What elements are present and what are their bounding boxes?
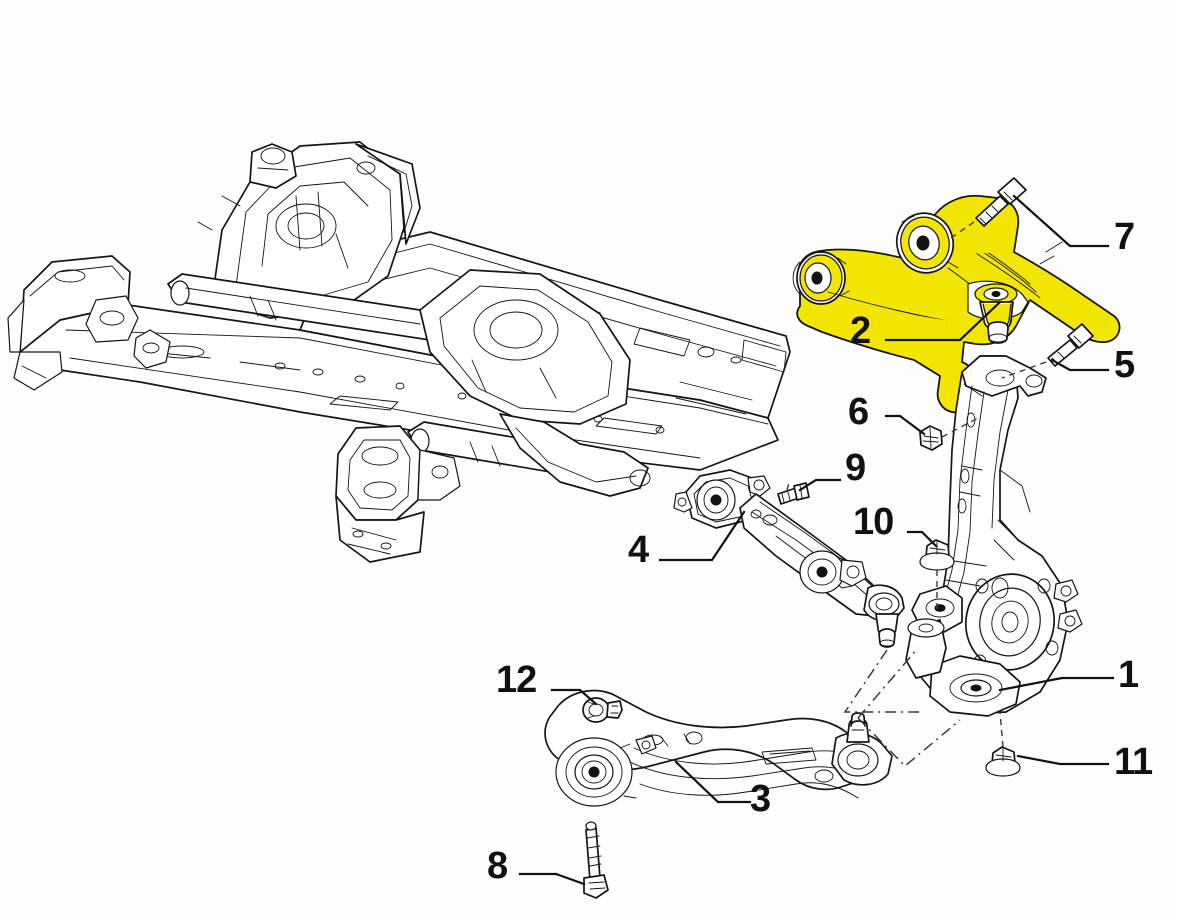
leader-8 bbox=[518, 872, 586, 886]
callout-number-2: 2 bbox=[850, 310, 871, 352]
lower-ball-joint-nut-11 bbox=[985, 746, 1021, 777]
steering-knuckle bbox=[905, 355, 1083, 717]
leader-4 bbox=[658, 510, 746, 562]
rear-ball-joint-nut-10 bbox=[919, 539, 955, 571]
knuckle-upper-bolt-5 bbox=[1047, 323, 1094, 367]
assembly-line-rear-arm bbox=[843, 649, 920, 713]
leader-10 bbox=[906, 530, 938, 548]
nut11-alignment-line bbox=[999, 711, 1004, 748]
leader-1 bbox=[998, 676, 1115, 692]
leader-5 bbox=[1050, 358, 1110, 372]
callout-number-1: 1 bbox=[1118, 654, 1139, 696]
callout-number-3: 3 bbox=[750, 778, 771, 820]
callout-number-7: 7 bbox=[1114, 216, 1135, 258]
subframe-assembly bbox=[7, 141, 791, 563]
assembly-line-front-arm bbox=[857, 647, 919, 719]
leader-7 bbox=[1012, 194, 1110, 248]
callout-number-4: 4 bbox=[628, 529, 649, 571]
leader-11 bbox=[1016, 754, 1110, 766]
callout-number-10: 10 bbox=[853, 501, 894, 543]
leader-3 bbox=[674, 760, 752, 804]
upper-arm-bolt-7 bbox=[975, 177, 1027, 227]
leader-12 bbox=[550, 688, 598, 706]
leader-9 bbox=[798, 478, 842, 492]
callout-number-11: 11 bbox=[1114, 741, 1153, 783]
knuckle-upper-nut-6 bbox=[919, 425, 943, 451]
front-lower-control-arm bbox=[544, 689, 893, 807]
callout-number-12: 12 bbox=[496, 659, 537, 701]
callout-number-9: 9 bbox=[845, 447, 866, 489]
retaining-clip-washer-12 bbox=[582, 697, 623, 723]
upper-control-arm bbox=[792, 189, 1121, 414]
rear-lower-control-arm bbox=[673, 469, 905, 648]
callout-number-8: 8 bbox=[487, 845, 508, 887]
leader-6 bbox=[884, 414, 926, 436]
bolt9-alignment-line bbox=[786, 479, 791, 491]
lower-arm-long-bolt-8 bbox=[583, 821, 609, 899]
callout-number-5: 5 bbox=[1114, 344, 1135, 386]
leader-2 bbox=[884, 300, 1002, 342]
bolt7-alignment-line bbox=[947, 221, 975, 241]
callout-number-6: 6 bbox=[848, 391, 869, 433]
leader-lines bbox=[518, 194, 1115, 886]
nut6-alignment-line bbox=[941, 417, 979, 438]
bolt5-alignment-line bbox=[1001, 361, 1047, 379]
